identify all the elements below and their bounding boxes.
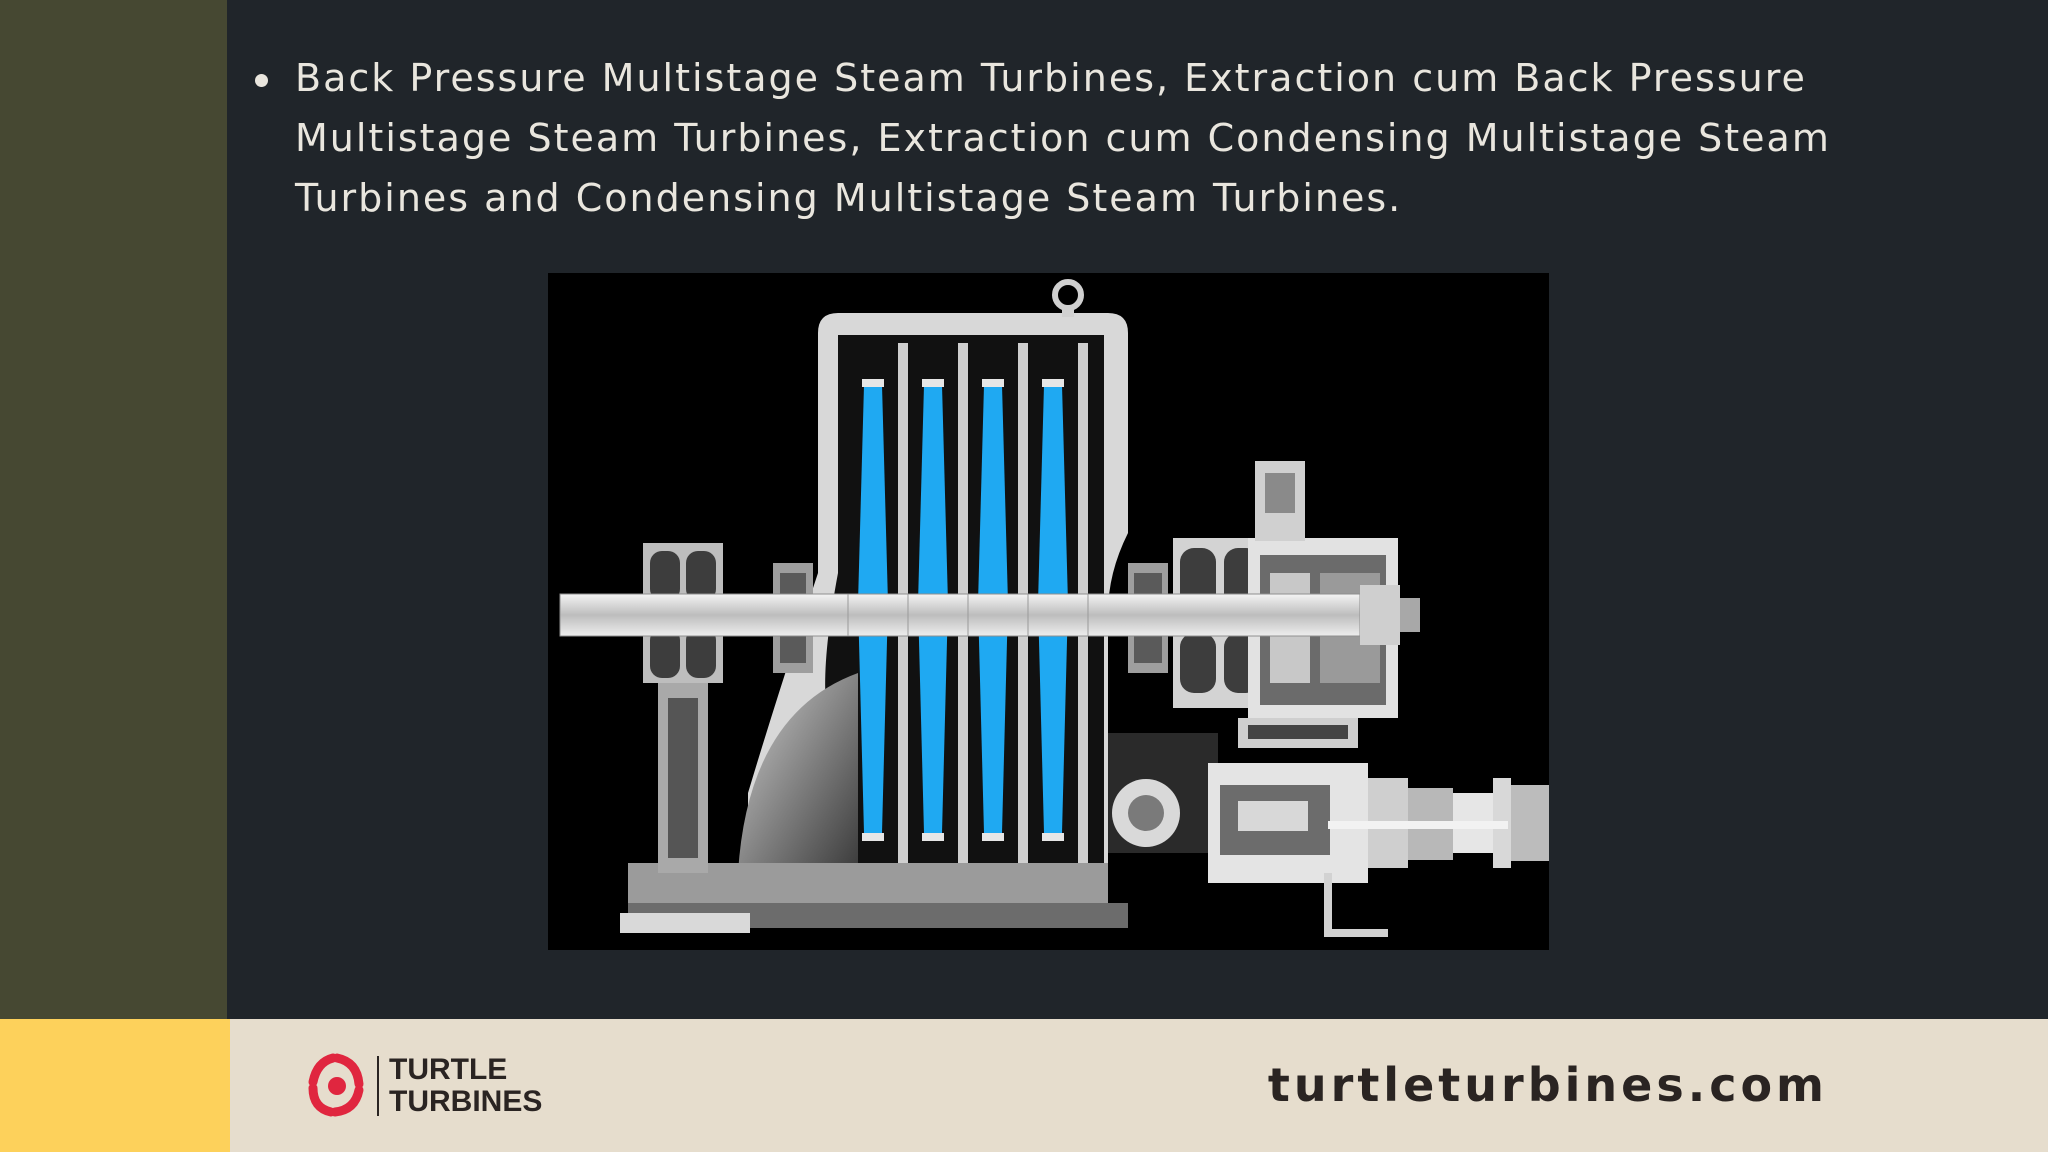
bullet-dot-icon xyxy=(255,74,268,87)
logo-text-line2: TURBINES xyxy=(389,1085,543,1118)
turtle-logo-icon xyxy=(308,1053,364,1117)
logo-divider xyxy=(377,1056,379,1116)
logo-text-line1: TURTLE xyxy=(389,1053,508,1086)
steam-turbine-cutaway-image xyxy=(548,273,1549,950)
footer-bar xyxy=(230,1019,2048,1152)
bullet-text: Back Pressure Multistage Steam Turbines,… xyxy=(295,56,1831,220)
bullet-item: Back Pressure Multistage Steam Turbines,… xyxy=(255,48,1895,228)
website-url[interactable]: turtleturbines.com xyxy=(1267,1058,1828,1112)
left-accent-band xyxy=(0,0,227,1019)
turtle-turbines-logo: TURTLE TURBINES xyxy=(305,1050,545,1122)
footer-yellow-block xyxy=(0,1019,230,1152)
